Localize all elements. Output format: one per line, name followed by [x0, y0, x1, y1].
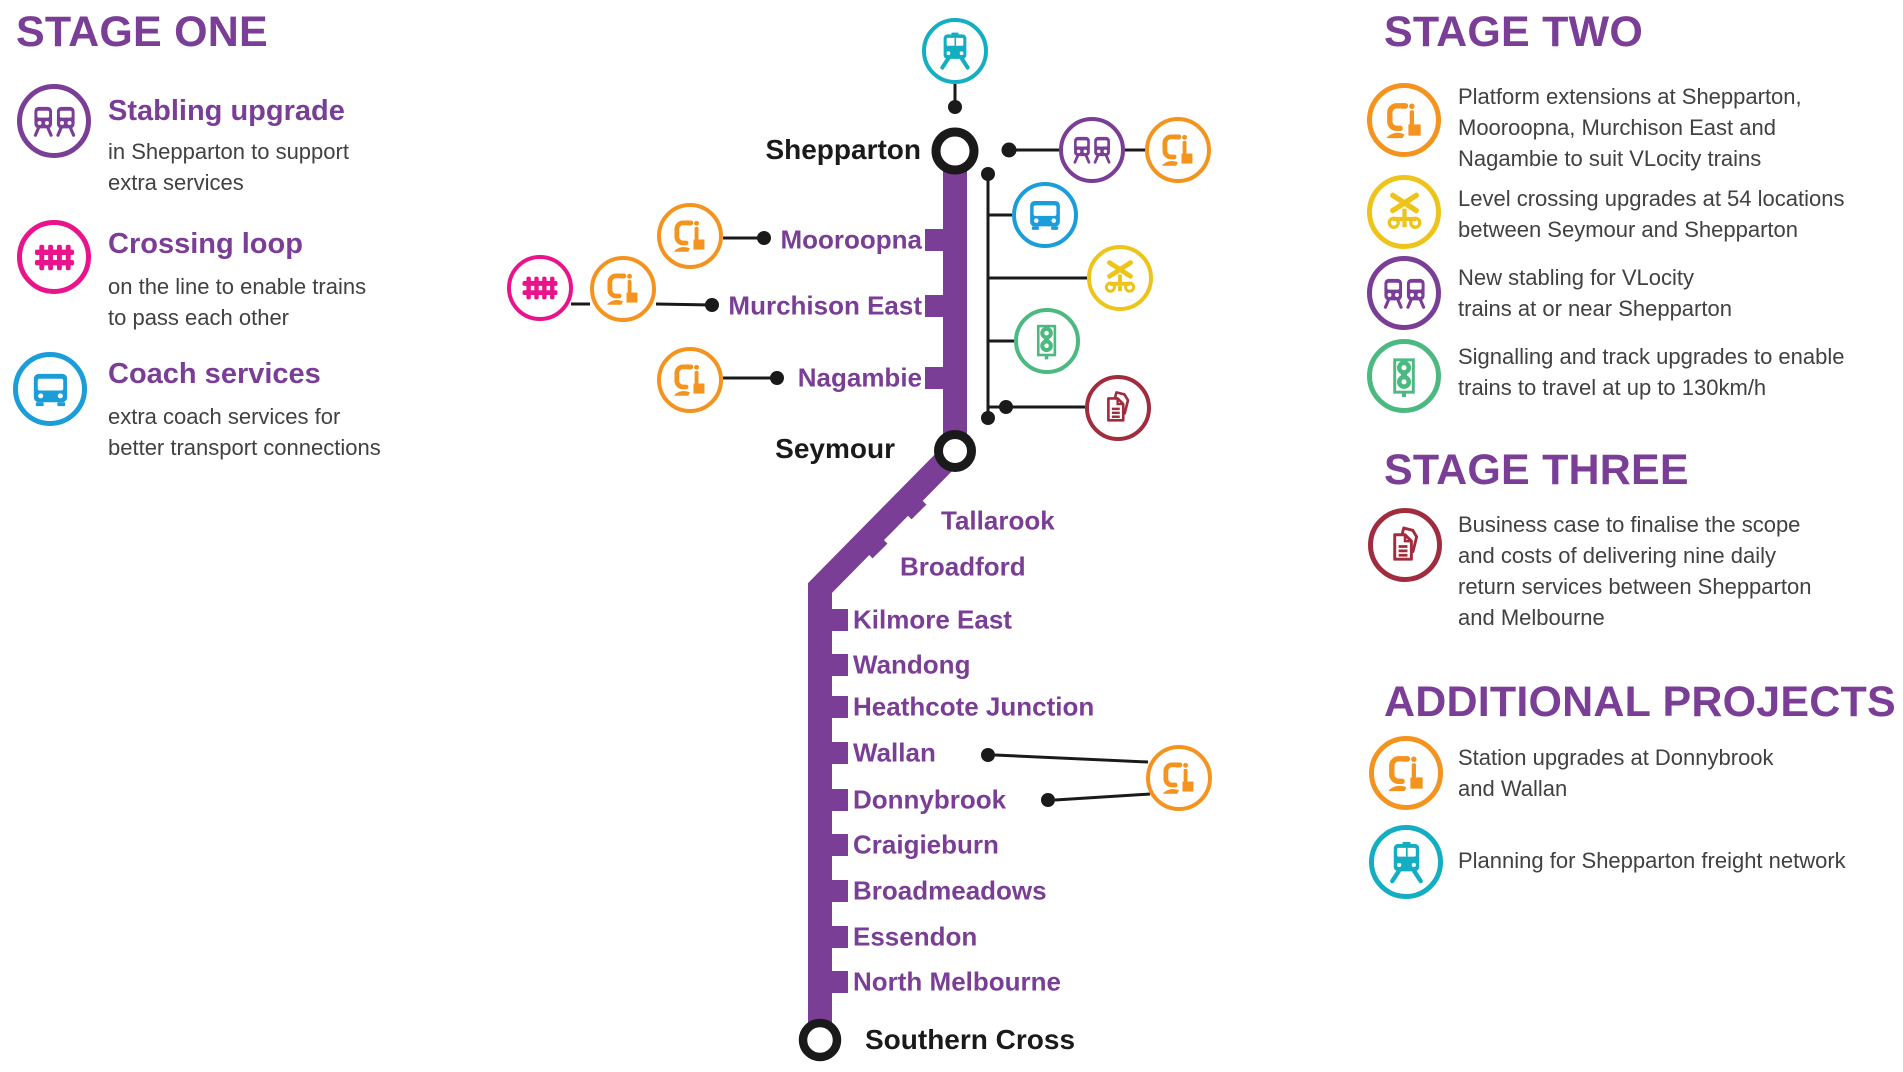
- twin-trains-icon: [1059, 117, 1125, 183]
- platform-extension-icon: [1146, 745, 1212, 811]
- station-label-craigieburn: Craigieburn: [853, 829, 999, 860]
- route-line: [808, 153, 967, 1040]
- coach-icon: [13, 352, 87, 426]
- signalling-icon: [1014, 308, 1080, 374]
- diagonal-ticks: [858, 490, 927, 559]
- stage-one-heading: STAGE ONE: [16, 8, 268, 56]
- additional-projects-item-text: Station upgrades at Donnybrook and Walla…: [1458, 745, 1774, 801]
- platform-extension-icon: [1145, 117, 1211, 183]
- twin-trains-icon: [17, 84, 91, 158]
- station-circle-southern-cross: [798, 1018, 842, 1062]
- connector-murchison: [655, 302, 713, 307]
- station-label-shepparton: Shepparton: [765, 134, 921, 165]
- station-label-kilmore-east: Kilmore East: [853, 604, 1012, 635]
- tick-broadford: [858, 529, 888, 559]
- stage-one-item-description: on the line to enable trains to pass eac…: [108, 274, 367, 330]
- tick-donnybrook: [828, 789, 848, 811]
- tick-broadmeadows: [828, 880, 848, 902]
- station-label-broadford: Broadford: [900, 551, 1026, 582]
- level-crossing-icon: [1087, 245, 1153, 311]
- stage-two-heading: STAGE TWO: [1384, 8, 1643, 56]
- additional-projects-item-text: Planning for Shepparton freight network: [1458, 848, 1846, 873]
- coach-icon: [1012, 182, 1078, 248]
- station-label-essendon: Essendon: [853, 921, 978, 952]
- stage-one-item-title: Stabling upgrade: [108, 95, 345, 127]
- freight-train-icon: [922, 18, 988, 84]
- crossing-loop-icon: [17, 220, 91, 294]
- connector-dots: [705, 100, 1055, 807]
- tick-tallarook: [897, 490, 927, 520]
- tick-mooroopna: [925, 229, 945, 251]
- connector-donnybrook: [1054, 792, 1151, 802]
- stage-three-item-text: Business case to finalise the scope and …: [1458, 512, 1812, 630]
- connector-lines: [571, 84, 1151, 802]
- level-crossing-icon: [1367, 175, 1441, 249]
- station-label-broadmeadows: Broadmeadows: [853, 875, 1047, 906]
- connector-wallan: [994, 753, 1149, 764]
- tick-craigieburn: [828, 834, 848, 856]
- stage-two-item-text: Signalling and track upgrades to enable …: [1458, 344, 1845, 400]
- station-label-seymour: Seymour: [775, 433, 895, 464]
- station-circle-shepparton: [931, 127, 979, 175]
- station-circle-seymour: [934, 430, 976, 472]
- tick-nagambie: [925, 367, 945, 389]
- station-label-heathcote-junction: Heathcote Junction: [853, 691, 1095, 722]
- stage-one-item-description: in Shepparton to support extra services: [108, 139, 349, 195]
- twin-trains-icon: [1367, 256, 1441, 330]
- crossing-loop-icon: [507, 255, 573, 321]
- station-label-murchison-east: Murchison East: [728, 290, 922, 321]
- tick-wallan: [828, 742, 848, 764]
- tick-heathcote-junction: [828, 696, 848, 718]
- additional-projects-heading: ADDITIONAL PROJECTS: [1384, 678, 1896, 726]
- tick-essendon: [828, 926, 848, 948]
- stage-three-heading: STAGE THREE: [1384, 446, 1689, 494]
- station-label-southern-cross: Southern Cross: [865, 1024, 1076, 1055]
- stage-two-item-text: Platform extensions at Shepparton, Mooro…: [1458, 84, 1802, 171]
- platform-extension-icon: [1369, 736, 1443, 810]
- stage-two-item-text: New stabling for VLocity trains at or ne…: [1458, 265, 1732, 321]
- station-label-wallan: Wallan: [853, 737, 936, 768]
- station-label-mooroopna: Mooroopna: [780, 224, 922, 255]
- tick-murchison-east: [925, 295, 945, 317]
- stage-one-item-description: extra coach services for better transpor…: [108, 404, 381, 460]
- station-ticks: [828, 229, 945, 993]
- tick-north-melbourne: [828, 971, 848, 993]
- platform-extension-icon: [590, 256, 656, 322]
- documents-icon: [1085, 375, 1151, 441]
- tick-kilmore-east: [828, 609, 848, 631]
- freight-train-icon: [1369, 825, 1443, 899]
- station-label-nagambie: Nagambie: [797, 362, 922, 393]
- signalling-icon: [1367, 339, 1441, 413]
- station-label-north-melbourne: North Melbourne: [853, 966, 1061, 997]
- platform-extension-icon: [1367, 83, 1441, 157]
- stage-one-item-title: Coach services: [108, 358, 321, 390]
- tick-wandong: [828, 654, 848, 676]
- documents-icon: [1368, 508, 1442, 582]
- platform-extension-icon: [657, 203, 723, 269]
- station-label-wandong: Wandong: [853, 649, 971, 680]
- station-label-tallarook: Tallarook: [941, 505, 1055, 536]
- stage-one-item-title: Crossing loop: [108, 228, 303, 260]
- station-label-donnybrook: Donnybrook: [853, 784, 1007, 815]
- platform-extension-icon: [657, 347, 723, 413]
- stage-two-item-text: Level crossing upgrades at 54 locations …: [1458, 186, 1845, 242]
